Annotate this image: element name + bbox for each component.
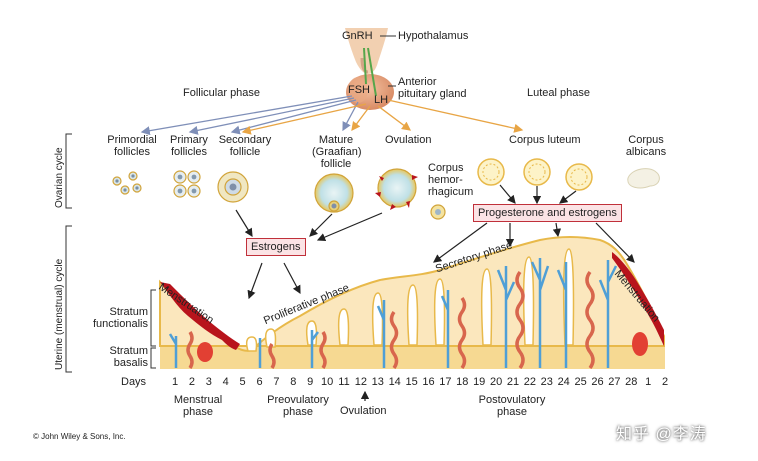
fsh-label: FSH: [348, 84, 370, 96]
day-tick: 5: [239, 376, 246, 388]
day-tick: 17: [439, 376, 452, 388]
day-tick: 28: [625, 376, 638, 388]
copyright-text: © John Wiley & Sons, Inc.: [33, 432, 126, 441]
uterine-cycle-label: Uterine (menstrual) cycle: [54, 258, 65, 370]
day-tick: 23: [540, 376, 553, 388]
day-tick: 26: [591, 376, 604, 388]
day-tick: 2: [662, 376, 669, 388]
pituitary-gland: [345, 28, 396, 110]
day-tick: 18: [456, 376, 469, 388]
day-tick: 14: [388, 376, 401, 388]
day-tick: 16: [422, 376, 435, 388]
hypothalamus-label: Hypothalamus: [398, 30, 469, 42]
day-tick: 22: [523, 376, 537, 388]
corpus-luteum-bodies: [477, 158, 660, 191]
day-tick: 12: [354, 376, 368, 388]
watermark: 知乎 @李涛: [616, 426, 707, 443]
progesterone-estrogens-box: Progesterone and estrogens: [473, 204, 622, 222]
day-tick: 4: [222, 376, 229, 388]
corpus-luteum-label: Corpus luteum: [509, 134, 581, 146]
mature-follicle-label: Mature(Graafian)follicle: [312, 134, 362, 170]
day-tick: 6: [256, 376, 263, 388]
day-tick: 2: [188, 376, 195, 388]
day-tick: 3: [205, 376, 212, 388]
gnrh-label: GnRH: [342, 30, 373, 42]
luteal-phase-label: Luteal phase: [527, 87, 590, 99]
day-tick: 24: [557, 376, 570, 388]
ovulation-bottom-label: Ovulation: [340, 405, 387, 417]
day-tick: 7: [273, 376, 280, 388]
ovulation-top-label: Ovulation: [385, 134, 432, 146]
hormone-arrows: [140, 95, 524, 136]
day-tick: 1: [645, 376, 652, 388]
ovarian-follicles: [112, 168, 446, 220]
day-tick: 13: [371, 376, 384, 388]
follicular-phase-label: Follicular phase: [183, 87, 261, 99]
day-tick: 10: [320, 376, 334, 388]
day-tick: 19: [473, 376, 486, 388]
cycle-brackets: [65, 133, 156, 373]
day-tick: 27: [608, 376, 621, 388]
day-tick: 11: [338, 376, 350, 388]
estrogens-box: Estrogens: [246, 238, 306, 256]
day-tick: 9: [307, 376, 314, 388]
black-arrows: [235, 184, 635, 401]
day-tick: 15: [405, 376, 418, 388]
lh-label: LH: [374, 94, 389, 106]
spiral-arteries: [186, 270, 595, 370]
days-label: Days: [121, 376, 147, 388]
day-tick: 8: [290, 376, 297, 388]
day-tick: 25: [574, 376, 587, 388]
day-tick: 20: [489, 376, 503, 388]
ovarian-cycle-label: Ovarian cycle: [54, 147, 65, 208]
day-tick: 21: [506, 376, 520, 388]
veins: [168, 258, 618, 368]
day-tick: 1: [171, 376, 179, 388]
